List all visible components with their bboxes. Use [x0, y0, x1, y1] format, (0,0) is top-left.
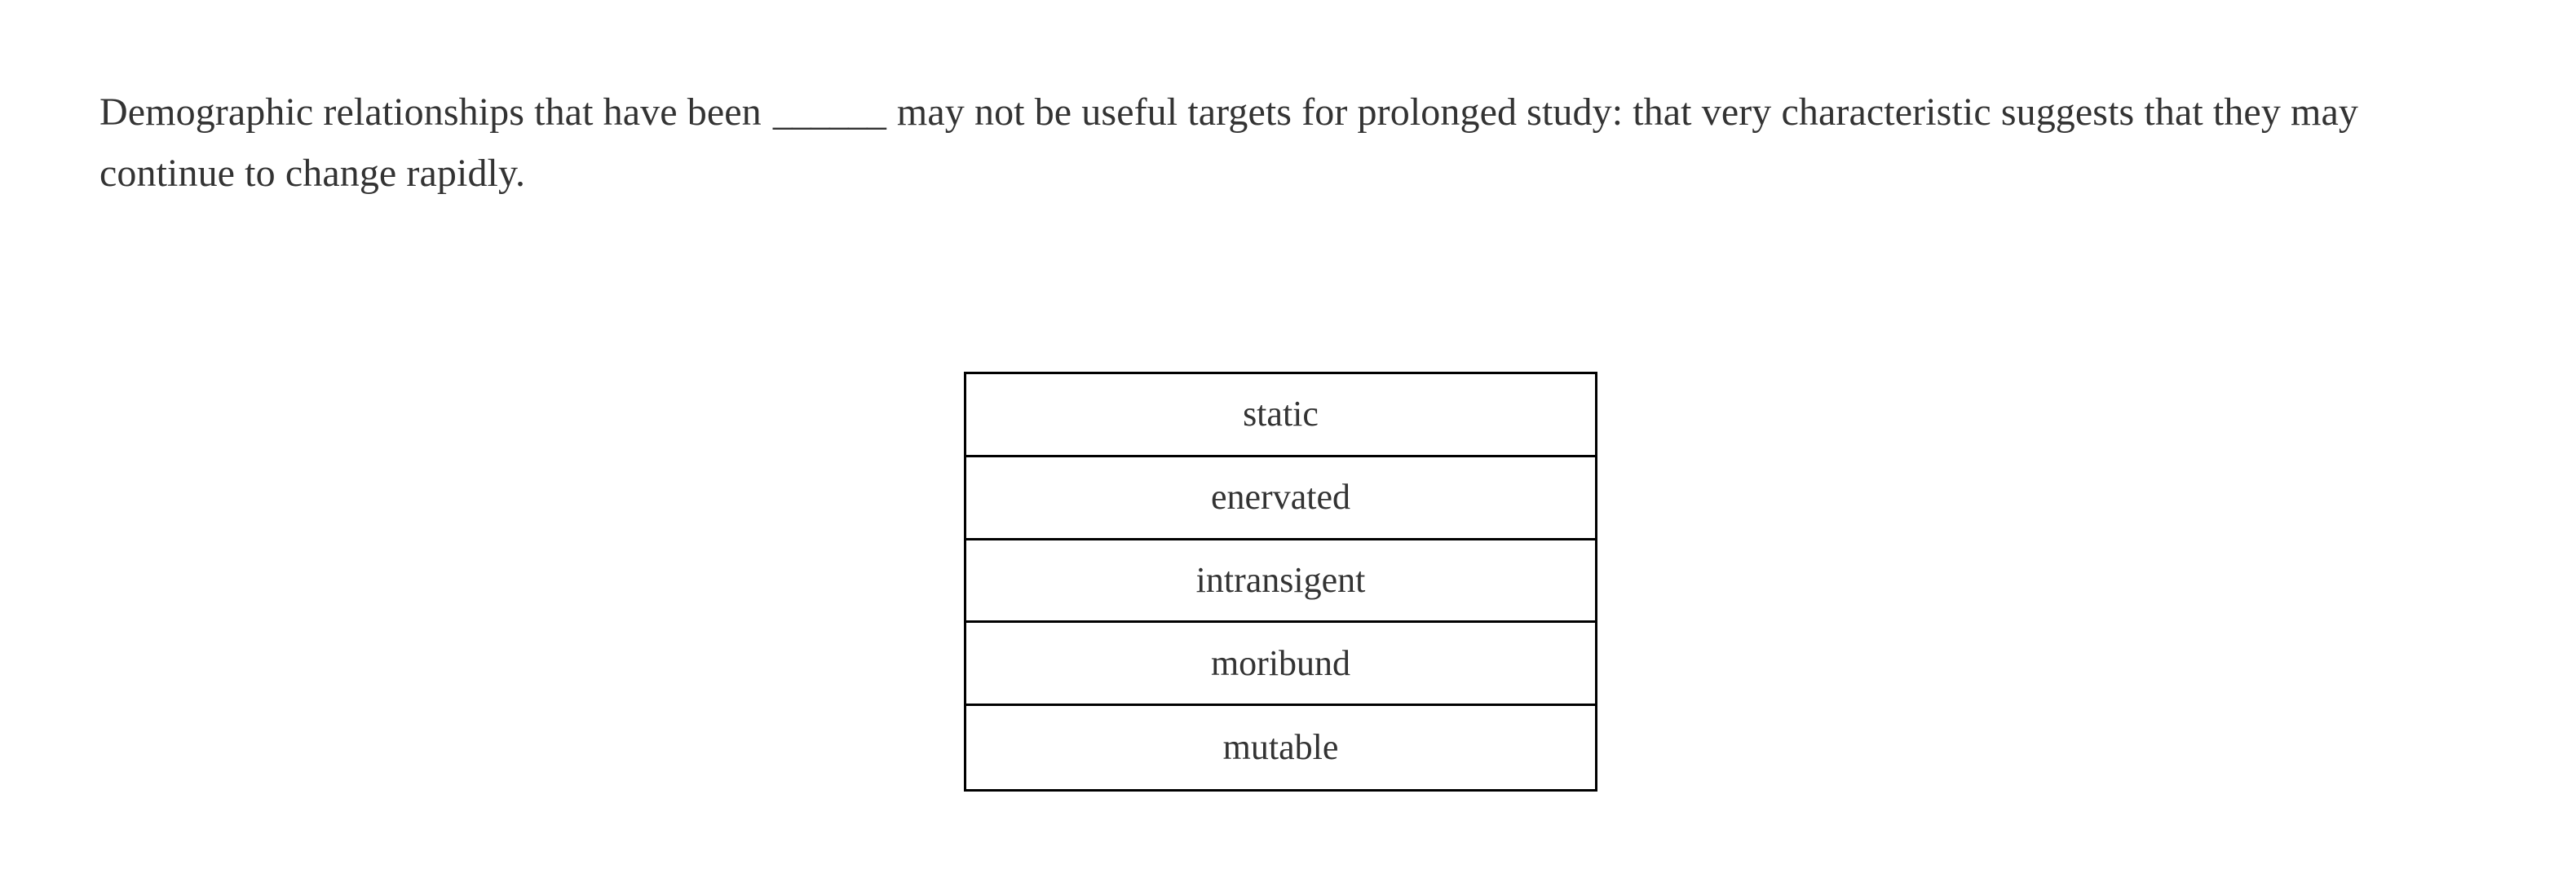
answer-choice-2[interactable]: enervated — [966, 457, 1595, 540]
question-stem-before-blank: Demographic relationships that have been — [99, 90, 771, 134]
answer-choice-label: mutable — [1222, 727, 1339, 768]
answer-choice-label: enervated — [1211, 477, 1350, 518]
answer-choices-box: static enervated intransigent moribund m… — [964, 372, 1597, 792]
blank-underscore: ______ — [772, 90, 886, 134]
answer-choice-1[interactable]: static — [966, 374, 1595, 457]
answer-choice-4[interactable]: moribund — [966, 623, 1595, 707]
question-stem-after-blank: may not be useful targets for prolonged … — [99, 90, 2358, 195]
question-stem: Demographic relationships that have been… — [99, 82, 2497, 204]
answer-choice-label: static — [1243, 394, 1319, 434]
answer-choice-3[interactable]: intransigent — [966, 540, 1595, 624]
answer-choice-5[interactable]: mutable — [966, 706, 1595, 789]
answer-choice-label: intransigent — [1195, 559, 1366, 600]
answer-choice-label: moribund — [1210, 642, 1351, 683]
